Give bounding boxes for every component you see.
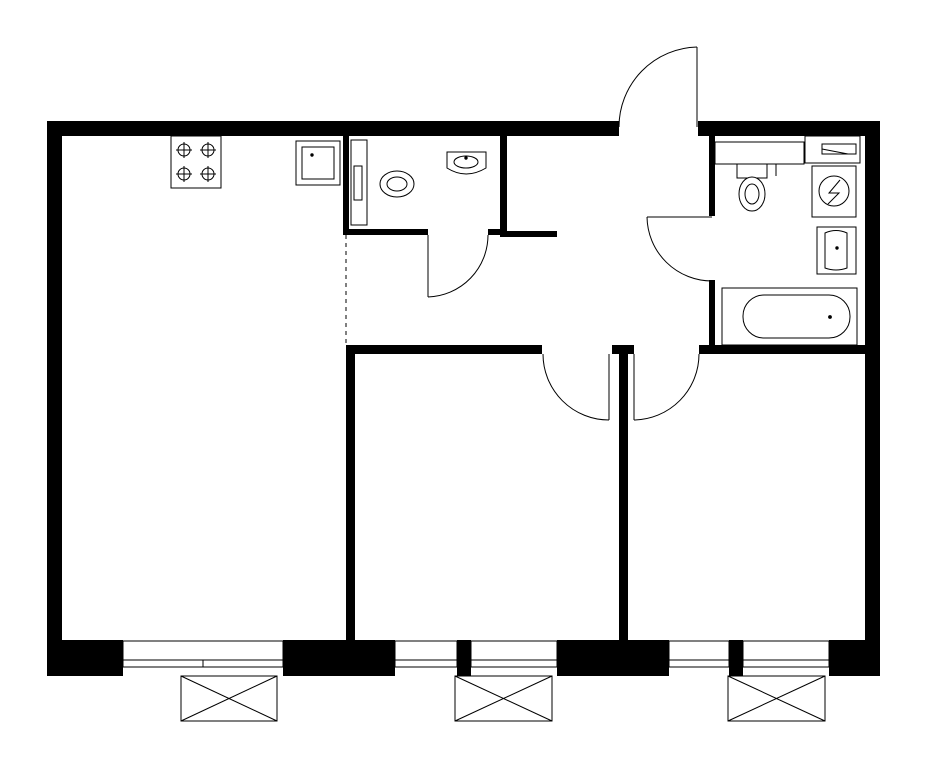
burner	[200, 166, 216, 182]
wall-bedrooms-divider	[619, 345, 628, 645]
wall-bottom-3	[457, 640, 471, 676]
wall-bedrooms-top-left	[346, 345, 542, 354]
washbasin-icon	[446, 151, 487, 175]
interior-walls	[343, 121, 871, 645]
entrance-door[interactable]	[618, 46, 698, 128]
wall-hall-stub	[500, 231, 557, 237]
burner	[200, 142, 216, 158]
window-bedroom-right-1	[668, 640, 730, 668]
wall-bath-left-top	[709, 136, 715, 216]
wall-toilet-bottom-left	[343, 229, 428, 235]
wall-bottom-4	[557, 640, 669, 676]
window-kitchen	[122, 640, 284, 668]
external-units	[180, 675, 826, 722]
toilet-icon	[350, 139, 415, 226]
wall-toilet-left	[343, 121, 349, 233]
wall-bath-left-bottom	[709, 280, 715, 350]
washbasin-icon	[816, 226, 857, 275]
wall-bottom-2	[283, 640, 395, 676]
wall-left	[47, 121, 62, 676]
bathtub-icon	[721, 287, 858, 346]
bath-counter	[804, 135, 861, 164]
bedroom-right-door[interactable]	[633, 353, 700, 421]
wall-toilet-right	[500, 121, 507, 235]
stove-icon	[170, 135, 222, 189]
wall-bedroom-mid-left	[346, 345, 355, 645]
window-bedroom-right-2	[742, 640, 830, 668]
doors	[427, 46, 713, 421]
wall-toilet-bottom-right	[488, 229, 506, 235]
wall-bottom-6	[829, 640, 880, 676]
windows	[122, 640, 830, 668]
wall-top-left	[47, 121, 619, 136]
wall-right	[865, 121, 880, 676]
kitchen-sink-icon	[295, 140, 341, 186]
washing-machine-icon	[811, 165, 857, 218]
external-unit-2	[454, 675, 553, 722]
window-bedroom-mid-2	[470, 640, 558, 668]
wall-bottom-1	[47, 640, 123, 676]
outer-walls	[47, 121, 880, 676]
toilet-door[interactable]	[427, 234, 489, 298]
burner	[176, 142, 192, 158]
window-bedroom-mid-1	[394, 640, 458, 668]
wall-bedrooms-top-right	[699, 345, 871, 354]
bedroom-middle-door[interactable]	[542, 353, 610, 421]
burner	[176, 166, 192, 182]
external-unit-1	[180, 675, 278, 722]
external-unit-3	[727, 675, 826, 722]
wall-bottom-5	[729, 640, 743, 676]
wall-top-right	[698, 121, 880, 136]
bathroom-door[interactable]	[646, 216, 713, 282]
toilet-icon	[736, 163, 768, 212]
